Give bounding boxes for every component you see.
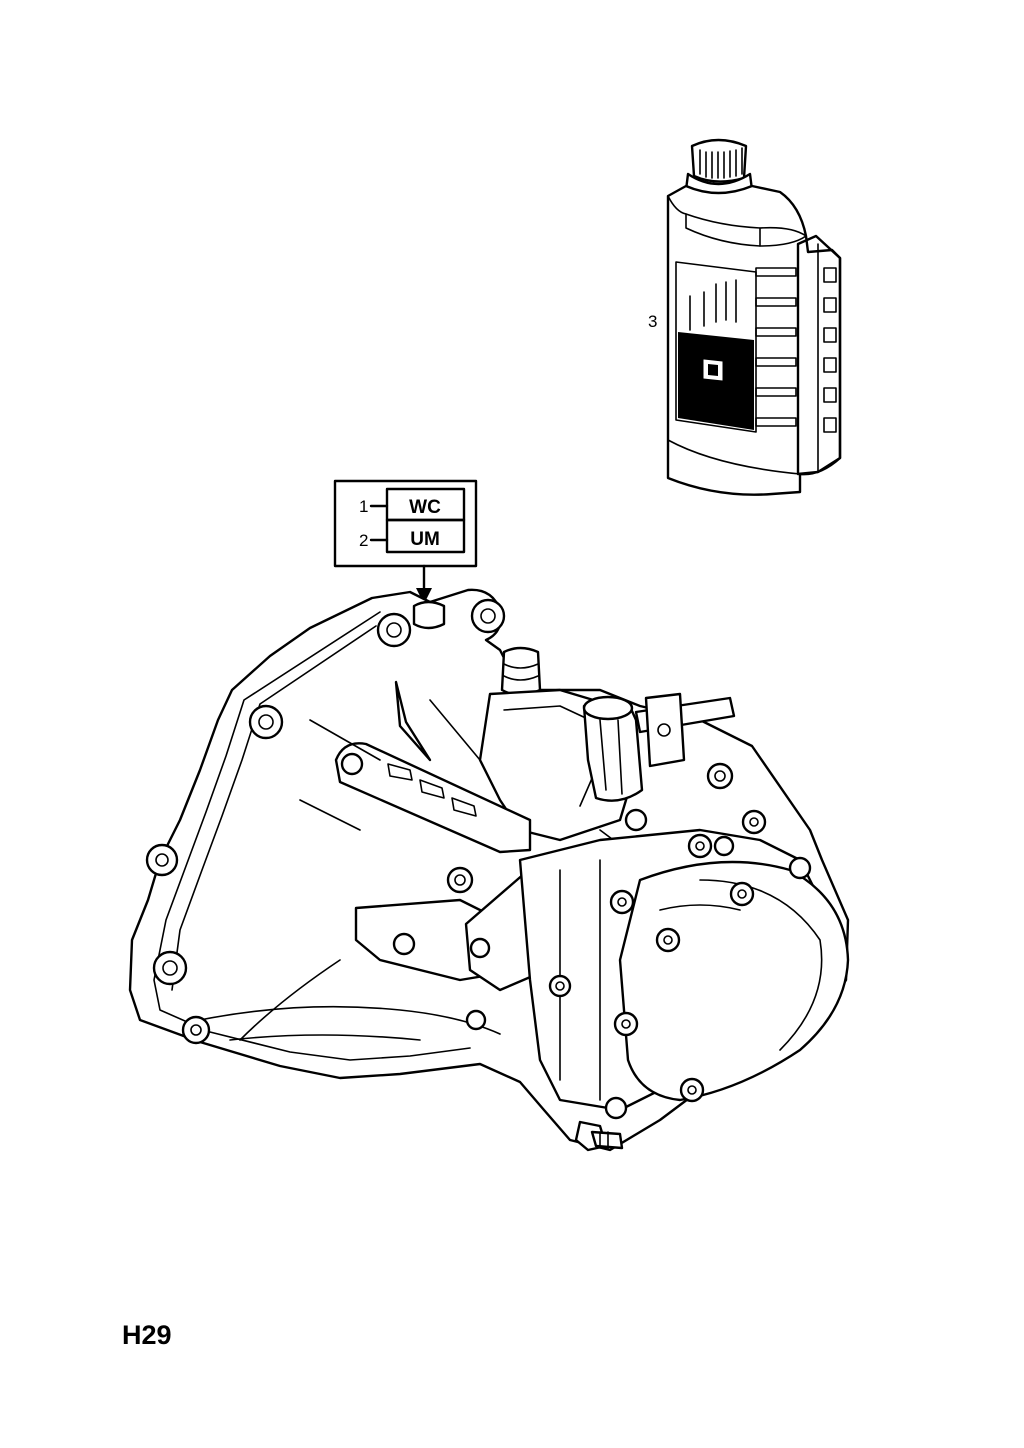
gear-oil-bottle-icon: [666, 138, 842, 496]
callout-box: [333, 479, 478, 604]
callout-1-number: 1: [359, 497, 368, 516]
callout-3-number: 3: [648, 312, 657, 331]
callout-1-code: WC: [409, 497, 441, 518]
manual-transmission-assembly-icon: [128, 588, 850, 1152]
callout-2-code: UM: [410, 529, 440, 550]
page-code: H29: [122, 1320, 172, 1350]
callout-2-number: 2: [359, 531, 368, 550]
